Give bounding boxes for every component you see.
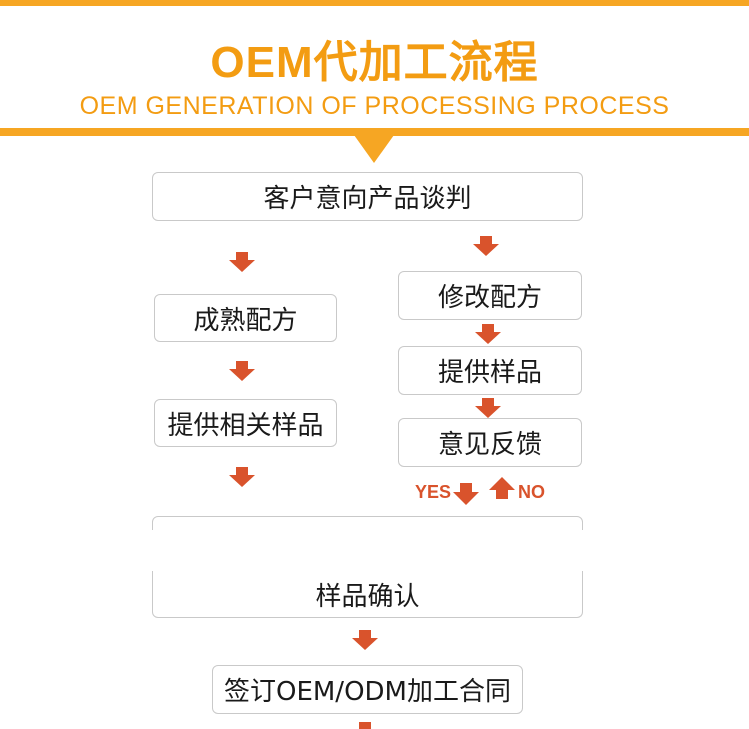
arrow-down-icon [352,630,378,650]
arrow-down-icon [229,252,255,272]
step-feedback-label: 意见反馈 [437,430,542,460]
page-title: OEM代加工流程 [210,38,539,87]
arrow-up-icon [489,477,515,499]
step-feedback: 意见反馈 [398,418,582,467]
step-sample-confirm: 样品确认 [152,571,583,618]
arrow-down-icon [453,483,479,505]
arrow-down-icon [229,361,255,381]
arrow-down-icon [352,722,378,729]
arrow-down-icon [475,398,501,418]
no-label: NO [518,482,545,502]
arrow-down-icon [473,236,499,256]
step-negotiation: 客户意向产品谈判 [152,172,583,221]
step-mature-formula: 成熟配方 [154,294,337,342]
page-subtitle: OEM GENERATION OF PROCESSING PROCESS [79,92,670,120]
step-sign-contract-label: 签订OEM/ODM加工合同 [223,677,511,707]
yes-label: YES [415,482,452,502]
step-sample-confirm-label: 样品确认 [315,581,420,612]
step-provide-samples: 提供样品 [398,346,582,395]
top-accent-bar [0,0,749,6]
step-provide-samples-label: 提供样品 [437,358,542,388]
header-divider [0,128,749,136]
step-modify-formula-label: 修改配方 [437,283,542,313]
step-negotiation-label: 客户意向产品谈判 [263,184,472,214]
step-mature-formula-label: 成熟配方 [193,305,298,336]
step-related-samples-label: 提供相关样品 [167,410,324,441]
step-modify-formula: 修改配方 [398,271,582,320]
step-related-samples: 提供相关样品 [154,399,337,447]
arrow-down-icon [229,467,255,487]
pointer-triangle-icon [354,135,394,163]
arrow-down-icon [475,324,501,344]
step-sign-contract: 签订OEM/ODM加工合同 [212,665,523,714]
